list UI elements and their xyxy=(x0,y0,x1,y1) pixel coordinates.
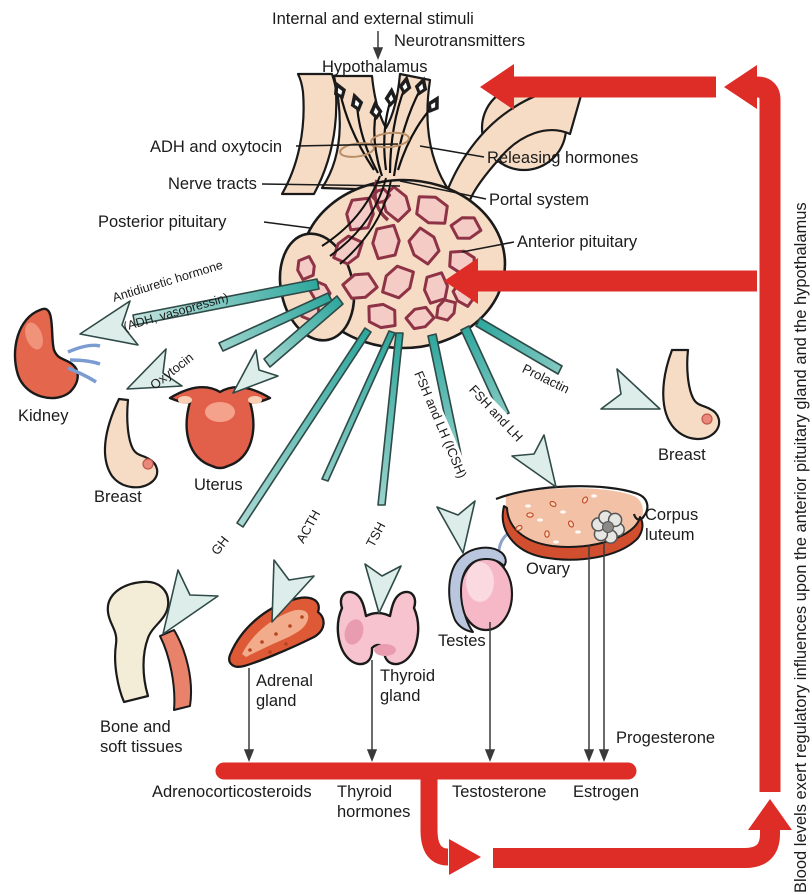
testes-illustration xyxy=(448,530,514,633)
arrowhead-into-anterior xyxy=(444,258,478,304)
acth-arrow xyxy=(271,330,396,623)
label-nerve-tracts: Nerve tracts xyxy=(168,175,257,193)
arrowhead-branch-right xyxy=(449,839,481,875)
pointer-releasing xyxy=(419,145,485,158)
label-adh-oxytocin: ADH and oxytocin xyxy=(150,138,283,156)
label-breast-right: Breast xyxy=(658,446,706,464)
label-ovary: Ovary xyxy=(526,560,571,578)
feedback-loop xyxy=(215,64,792,875)
label-thyroid: Thyroid gland xyxy=(380,667,436,706)
label-posterior-pituitary: Posterior pituitary xyxy=(98,213,227,231)
prolactin-arrow xyxy=(475,317,661,410)
thyroid-illustration xyxy=(336,590,420,666)
arrowhead-into-hypothalamus xyxy=(480,64,514,110)
median-eminence-ovals xyxy=(339,131,410,158)
bar-down-branch xyxy=(420,770,449,866)
pointer-anterior xyxy=(461,241,515,253)
label-testosterone: Testosterone xyxy=(452,783,547,801)
nerve-tract-lines xyxy=(321,175,392,265)
label-testes: Testes xyxy=(438,632,486,650)
label-portal-system: Portal system xyxy=(489,191,589,209)
label-kidney: Kidney xyxy=(18,407,69,425)
label-bone: Bone and soft tissues xyxy=(100,718,183,757)
organs xyxy=(13,307,721,711)
arrowhead-corner-top xyxy=(724,65,757,109)
adh-arrow xyxy=(79,278,320,346)
label-uterus: Uterus xyxy=(194,476,243,494)
secretion-arrows xyxy=(243,31,610,763)
left-brain-band xyxy=(280,72,338,196)
label-adrenal: Adrenal gland xyxy=(256,672,313,711)
bone-illustration xyxy=(106,580,192,711)
hypothalamic-neurons xyxy=(334,75,439,177)
breast-left-illustration xyxy=(103,397,159,489)
fsh-lh-icsh-arrow xyxy=(427,333,476,554)
loop-bottom-line xyxy=(493,822,780,868)
arrowhead-up xyxy=(748,799,792,830)
adrenal-illustration xyxy=(228,596,325,668)
pointer-nerve-tracts xyxy=(261,183,401,187)
label-hypothalamus: Hypothalamus xyxy=(322,58,428,76)
pointer-lines xyxy=(261,143,515,253)
oxytocin-arrow-breast xyxy=(126,292,333,390)
hormone-arrows xyxy=(79,278,661,635)
label-breast-left: Breast xyxy=(94,488,142,506)
label-releasing-hormones: Releasing hormones xyxy=(487,149,639,167)
label-thyroid-hormones: Thyroid hormones xyxy=(337,783,411,822)
corpus-luteum-illustration xyxy=(591,510,625,544)
pointer-portal xyxy=(399,180,487,200)
tsh-arrow xyxy=(364,332,404,614)
gh-arrow xyxy=(162,327,372,635)
pointer-posterior xyxy=(263,221,311,229)
label-progesterone: Progesterone xyxy=(616,729,716,747)
uterus-illustration xyxy=(168,386,272,470)
ovary-illustration xyxy=(495,485,649,561)
label-adrenocorticosteroids: Adrenocorticosteroids xyxy=(152,783,312,801)
oxytocin-arrow-uterus xyxy=(232,295,344,394)
label-anterior-pituitary: Anterior pituitary xyxy=(517,233,638,251)
fsh-lh-arrow xyxy=(460,325,557,488)
label-feedback-note: Blood levels exert regulatory influences… xyxy=(792,202,810,893)
label-neurotransmitters: Neurotransmitters xyxy=(394,32,526,50)
loop-right-vertical xyxy=(754,76,781,792)
pointer-adh-oxytocin xyxy=(295,143,399,147)
label-stimuli: Internal and external stimuli xyxy=(272,10,474,28)
label-corpus-luteum: Corpus luteum xyxy=(645,506,699,545)
kidney-illustration xyxy=(13,307,101,400)
label-estrogen: Estrogen xyxy=(573,783,640,801)
breast-right-illustration xyxy=(662,348,721,440)
